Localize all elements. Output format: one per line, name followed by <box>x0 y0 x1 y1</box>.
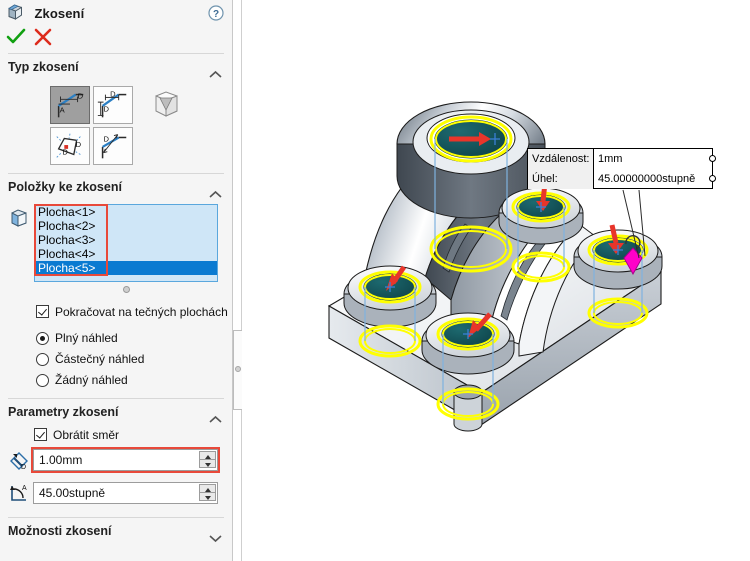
distance-stepper[interactable] <box>199 451 216 469</box>
tangent-propagation-label: Pokračovat na tečných plochách <box>55 305 228 319</box>
face-selection-icon <box>8 208 30 228</box>
selection-area: Plocha<1> Plocha<2> Plocha<3> Plocha<4> … <box>0 200 232 300</box>
panel-splitter[interactable] <box>233 0 243 561</box>
vertex-chamfer-icon[interactable] <box>150 88 182 120</box>
distance-value: 1.00mm <box>39 453 83 467</box>
chevron-down-icon[interactable] <box>209 526 222 543</box>
page-title: Zkosení <box>34 5 85 21</box>
radio-no-preview-label: Žádný náhled <box>55 373 128 387</box>
preview-guide-lines <box>364 139 643 404</box>
callout-row-distance[interactable]: Vzdálenost: 1mm <box>528 149 716 169</box>
flip-direction-checkbox[interactable] <box>34 428 47 441</box>
callout-angle-value[interactable]: 45.00000000stupně <box>598 173 696 185</box>
section-title-type: Typ zkosení <box>8 60 79 74</box>
chamfer-angle-icon: A <box>8 483 30 504</box>
ok-check-icon[interactable] <box>6 28 26 46</box>
section-header-parameters[interactable]: Parametry zkosení <box>0 399 232 425</box>
selected-faces-listbox[interactable]: Plocha<1> Plocha<2> Plocha<3> Plocha<4> … <box>34 204 218 282</box>
callout-distance-label: Vzdálenost: <box>528 149 594 169</box>
chamfer-type-button-row-1: D A D D <box>0 80 232 124</box>
splitter-line <box>241 410 242 561</box>
flip-direction-label: Obrátit směr <box>53 428 120 442</box>
confirm-bar <box>0 26 232 50</box>
help-icon[interactable]: ? <box>208 5 224 21</box>
divider <box>8 398 224 399</box>
flip-direction-row[interactable]: Obrátit směr <box>0 425 232 445</box>
list-item[interactable]: Plocha<1> <box>38 205 96 219</box>
divider <box>8 517 224 518</box>
list-item[interactable]: Plocha<2> <box>38 219 96 233</box>
callout-angle-knob[interactable] <box>709 175 716 182</box>
svg-text:D: D <box>21 464 26 471</box>
chamfer-drag-handle <box>623 235 643 276</box>
svg-text:A: A <box>60 106 66 115</box>
distance-input[interactable]: 1.00mm <box>33 449 218 471</box>
svg-text:D: D <box>78 91 84 100</box>
listbox-resize-handle[interactable] <box>123 286 130 293</box>
section-title-parameters: Parametry zkosení <box>8 405 119 419</box>
splitter-dot[interactable] <box>235 366 241 372</box>
divider <box>8 173 224 174</box>
radio-partial-preview[interactable] <box>36 353 49 366</box>
section-header-options[interactable]: Možnosti zkosení <box>0 518 232 544</box>
section-title-options: Možnosti zkosení <box>8 524 112 538</box>
distance-parameter-row: D 1.00mm <box>0 447 232 474</box>
radio-partial-preview-label: Částečný náhled <box>55 352 145 366</box>
chevron-up-icon[interactable] <box>209 407 222 423</box>
callout-angle-label: Úhel: <box>528 169 594 189</box>
tangent-propagation-checkbox[interactable] <box>36 305 49 318</box>
divider <box>8 53 224 54</box>
chevron-up-icon[interactable] <box>209 182 222 198</box>
spin-down-icon[interactable] <box>199 492 216 501</box>
svg-text:A: A <box>22 485 27 492</box>
radio-no-preview[interactable] <box>36 374 49 387</box>
svg-text:D: D <box>76 140 82 149</box>
type-angle-distance-button[interactable]: D A <box>50 86 90 124</box>
svg-text:D: D <box>111 89 117 98</box>
bracket-part[interactable] <box>243 0 750 561</box>
preview-option-none[interactable]: Žádný náhled <box>0 370 232 391</box>
preview-option-partial[interactable]: Částečný náhled <box>0 349 232 370</box>
svg-text:D: D <box>104 105 110 114</box>
tangent-propagation-row[interactable]: Pokračovat na tečných plochách <box>0 302 232 322</box>
svg-text:D: D <box>62 148 68 157</box>
splitter-line <box>241 0 242 331</box>
angle-parameter-row: A 45.00stupně <box>0 480 232 507</box>
radio-full-preview[interactable] <box>36 332 49 345</box>
callout-leader-lines <box>622 189 646 259</box>
section-title-items: Položky ke zkosení <box>8 180 122 194</box>
list-item[interactable]: Plocha<3> <box>38 233 96 247</box>
angle-stepper[interactable] <box>199 484 216 502</box>
type-face-face-button[interactable]: D <box>93 127 134 165</box>
preview-option-full[interactable]: Plný náhled <box>0 328 232 349</box>
graphics-area[interactable]: Vzdálenost: 1mm Úhel: 45.00000000stupně <box>243 0 750 561</box>
chamfer-type-button-row-2: D D D <box>0 124 232 165</box>
callout-row-angle[interactable]: Úhel: 45.00000000stupně <box>528 169 716 189</box>
section-header-items[interactable]: Položky ke zkosení <box>0 174 232 200</box>
cancel-x-icon[interactable] <box>33 28 53 46</box>
list-item[interactable]: Plocha<5> <box>35 261 217 275</box>
spin-down-icon[interactable] <box>199 459 216 468</box>
section-header-type[interactable]: Typ zkosení <box>0 54 232 80</box>
chevron-up-icon[interactable] <box>209 62 222 78</box>
property-manager-panel: Zkosení ? Typ zkosení <box>0 0 233 561</box>
type-distance-distance-button[interactable]: D D <box>93 86 134 124</box>
angle-value: 45.00stupně <box>39 486 106 500</box>
callout-distance-value[interactable]: 1mm <box>598 153 623 165</box>
chamfer-distance-icon: D <box>8 450 30 471</box>
angle-input[interactable]: 45.00stupně <box>33 482 218 504</box>
chamfer-modify-callout[interactable]: Vzdálenost: 1mm Úhel: 45.00000000stupně <box>527 148 716 189</box>
type-vertex-button[interactable]: D D <box>50 127 90 165</box>
radio-full-preview-label: Plný náhled <box>55 331 118 345</box>
chamfer-feature-icon <box>6 3 24 21</box>
callout-distance-knob[interactable] <box>709 155 716 162</box>
svg-text:D: D <box>104 134 110 143</box>
property-manager-header: Zkosení ? <box>0 0 232 26</box>
svg-text:?: ? <box>213 9 219 20</box>
direction-arrows <box>385 132 624 339</box>
list-item[interactable]: Plocha<4> <box>38 247 96 261</box>
